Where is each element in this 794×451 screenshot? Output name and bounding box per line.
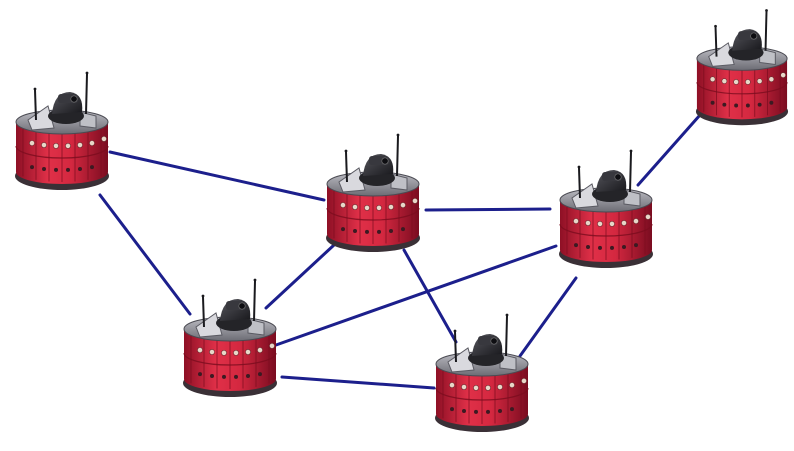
network-link-robot-3-robot-5 <box>264 243 336 310</box>
nodes-layer <box>15 9 789 432</box>
network-link-robot-3-robot-6 <box>402 248 458 344</box>
network-link-robot-1-robot-5 <box>98 193 192 316</box>
network-link-robot-3-robot-4 <box>424 207 552 212</box>
links-layer <box>98 113 702 390</box>
robot-5 <box>183 278 277 397</box>
network-link-robot-4-robot-5 <box>274 244 558 347</box>
robot-4 <box>559 149 653 268</box>
network-link-robot-4-robot-6 <box>518 276 578 358</box>
robot-6 <box>435 313 529 432</box>
robot-1 <box>15 71 109 190</box>
network-link-robot-5-robot-6 <box>280 375 436 390</box>
robot-3 <box>326 133 420 252</box>
network-link-robot-1-robot-3 <box>108 150 326 202</box>
robot-2 <box>695 9 789 126</box>
network-link-robot-2-robot-4 <box>636 113 702 187</box>
